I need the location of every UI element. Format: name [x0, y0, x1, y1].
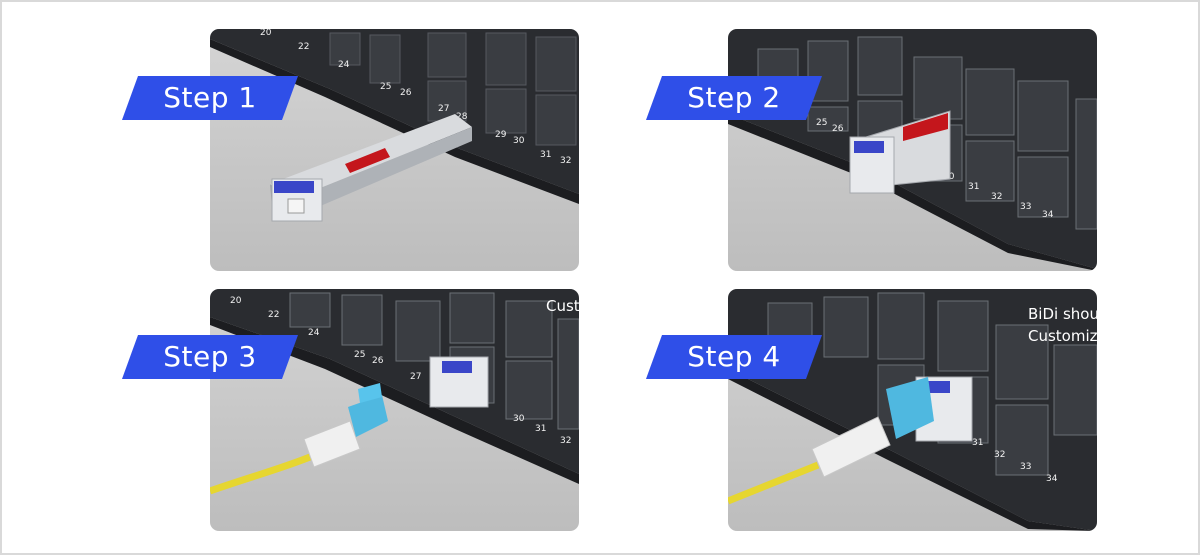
- sfp-transceiver-icon: [429, 356, 489, 408]
- svg-text:32: 32: [994, 450, 1005, 460]
- svg-text:27: 27: [438, 104, 449, 114]
- overlay-caption-line-2: Customiz: [1028, 327, 1097, 345]
- step-4-photo: 31 32 33 34 BiDi shou Customiz: [728, 289, 1097, 531]
- svg-text:31: 31: [535, 424, 546, 434]
- svg-text:20: 20: [260, 29, 272, 38]
- step-2-label: Step 2: [687, 81, 781, 114]
- svg-text:30: 30: [513, 136, 525, 146]
- svg-text:32: 32: [560, 436, 571, 446]
- svg-text:26: 26: [832, 124, 844, 134]
- svg-text:24: 24: [308, 328, 320, 338]
- svg-text:22: 22: [298, 42, 309, 52]
- overlay-caption-line-1: BiDi shou: [1028, 305, 1097, 323]
- step-3-photo: 20 22 24 25 26 27 30 31 32 33: [210, 289, 579, 531]
- step-2-badge: Step 2: [645, 76, 823, 120]
- svg-text:31: 31: [968, 182, 979, 192]
- step-4-label: Step 4: [687, 340, 781, 373]
- sfp-transceiver-icon: [849, 110, 951, 194]
- svg-text:34: 34: [1042, 210, 1054, 220]
- lc-fiber-connector-icon: [210, 383, 388, 495]
- svg-text:26: 26: [400, 88, 412, 98]
- svg-text:33: 33: [1020, 462, 1031, 472]
- step-2-photo: 25 26 30 31 32 33 34: [728, 29, 1097, 271]
- step-1-label: Step 1: [163, 81, 257, 114]
- lc-fiber-connector-icon: [728, 377, 934, 505]
- svg-text:31: 31: [540, 150, 551, 160]
- svg-text:29: 29: [495, 130, 507, 140]
- step-3-badge: Step 3: [121, 335, 299, 379]
- svg-text:24: 24: [338, 60, 350, 70]
- svg-text:20: 20: [230, 296, 242, 306]
- svg-text:30: 30: [513, 414, 525, 424]
- svg-text:32: 32: [991, 192, 1002, 202]
- svg-text:26: 26: [372, 356, 384, 366]
- svg-text:25: 25: [354, 350, 365, 360]
- svg-text:28: 28: [456, 112, 468, 122]
- svg-text:33: 33: [1020, 202, 1031, 212]
- sfp-transceiver-icon: [270, 114, 472, 222]
- svg-text:25: 25: [816, 118, 827, 128]
- overlay-caption: Cust: [546, 297, 579, 315]
- svg-text:22: 22: [268, 310, 279, 320]
- svg-text:25: 25: [380, 82, 391, 92]
- step-1-badge: Step 1: [121, 76, 299, 120]
- step-3-label: Step 3: [163, 340, 257, 373]
- svg-text:27: 27: [410, 372, 421, 382]
- step-4-badge: Step 4: [645, 335, 823, 379]
- step-1-photo: 20 22 24 25 26 27 28 29 30 31 32: [210, 29, 579, 271]
- svg-text:32: 32: [560, 156, 571, 166]
- svg-text:34: 34: [1046, 474, 1058, 484]
- svg-text:31: 31: [972, 438, 983, 448]
